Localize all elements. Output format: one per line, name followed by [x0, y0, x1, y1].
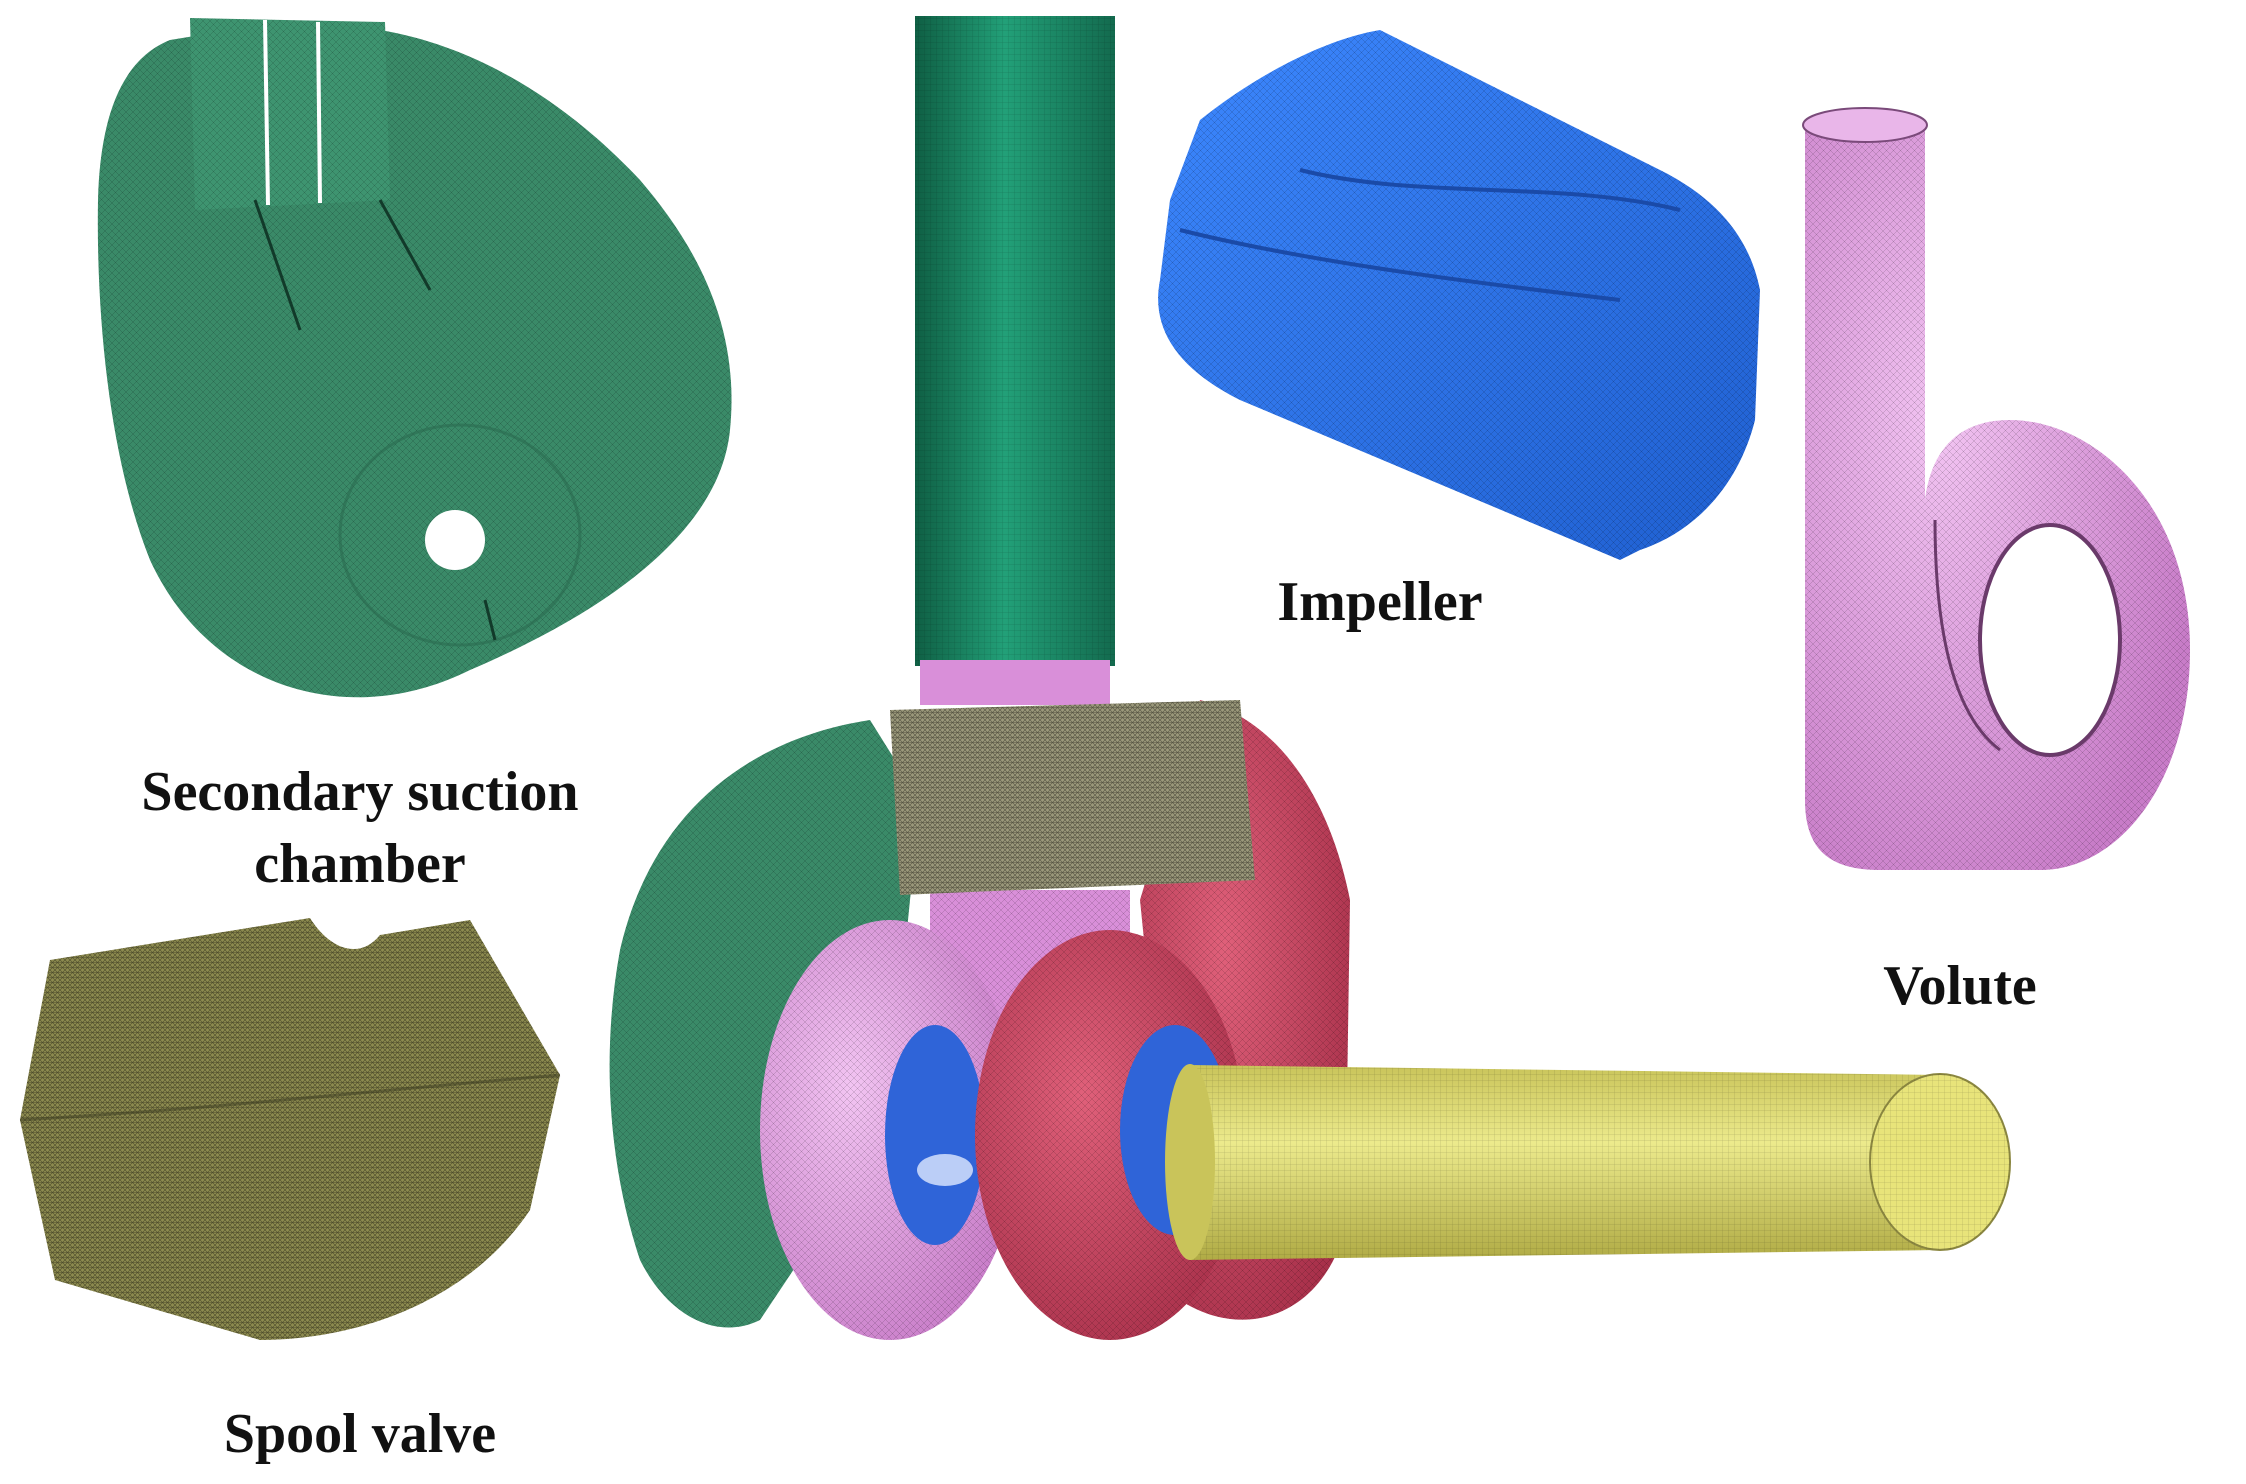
- volute-label: Volute: [1883, 955, 2037, 1017]
- impeller-label: Impeller: [1277, 571, 1483, 633]
- pump-assembly-mesh: [609, 700, 2011, 1340]
- spool-valve-mesh: [19, 918, 561, 1340]
- vertical-pipe-mesh: [915, 16, 1115, 705]
- impeller-mesh: [1158, 30, 1760, 560]
- secondary-suction-chamber-label-line2: chamber: [254, 833, 466, 895]
- secondary-suction-chamber-label-line1: Secondary suction: [141, 761, 579, 823]
- secondary-suction-chamber-mesh: [97, 18, 732, 698]
- volute-mesh: [1802, 107, 2190, 870]
- secondary-suction-chamber-label: Secondary suction chamber: [60, 756, 660, 900]
- spool-valve-label: Spool valve: [223, 1403, 497, 1465]
